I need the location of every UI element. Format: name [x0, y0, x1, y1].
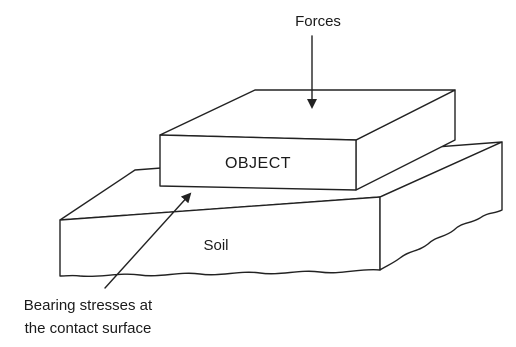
soil-right-face: [379, 141, 503, 271]
bearing-label-line1: Bearing stresses at: [24, 297, 153, 314]
soil-front-face: [59, 196, 381, 278]
object-label: OBJECT: [225, 155, 291, 172]
object-block: [159, 89, 456, 191]
bearing-label-line2: the contact surface: [25, 320, 152, 337]
forces-label: Forces: [295, 13, 341, 30]
bearing-stress-arrow: [104, 192, 192, 289]
soil-label: Soil: [203, 237, 228, 254]
object-front-face: [159, 134, 357, 191]
